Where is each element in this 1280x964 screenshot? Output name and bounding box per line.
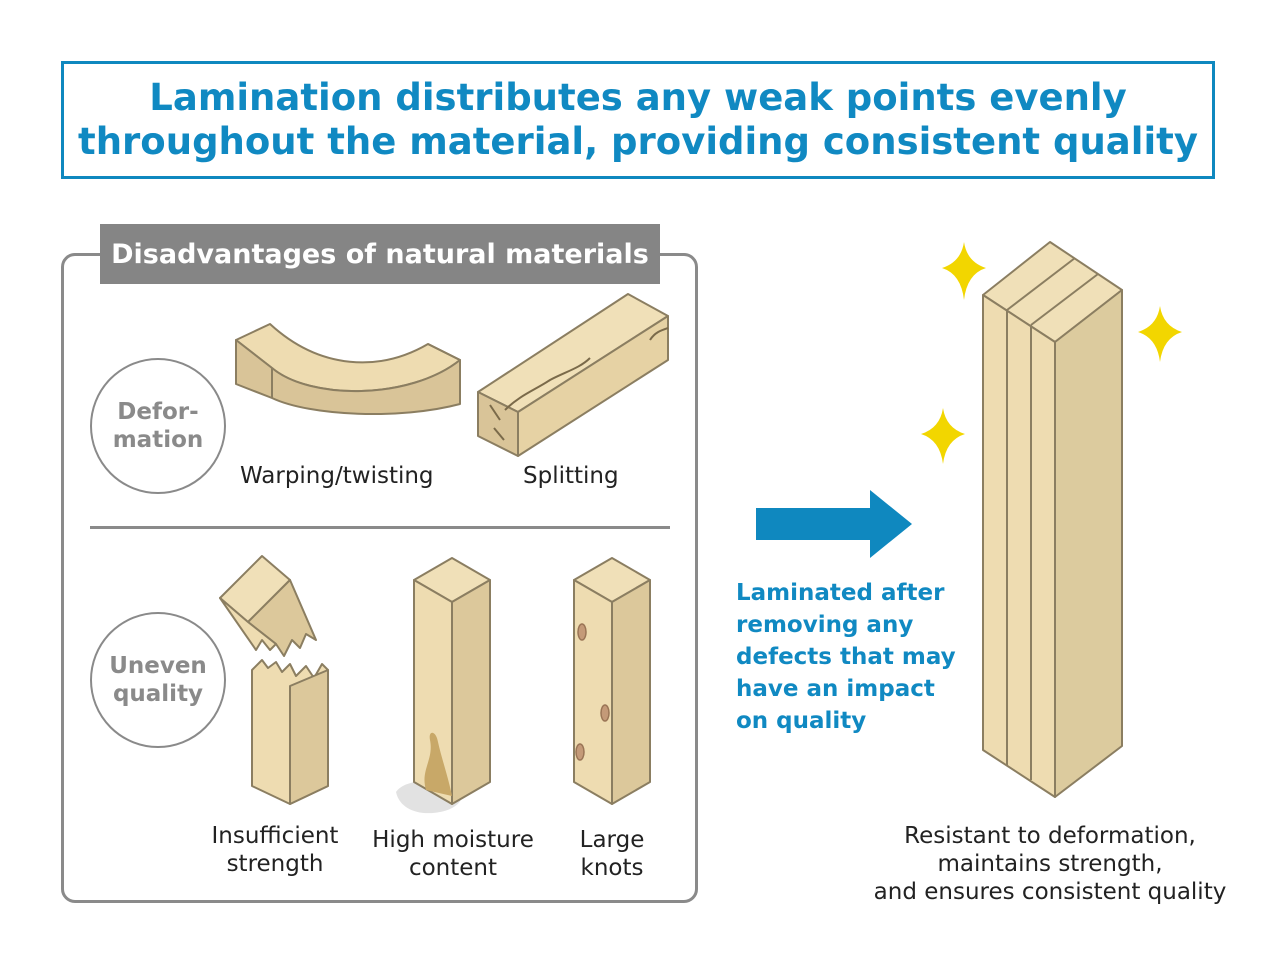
process-line-1: Laminated after	[736, 580, 945, 606]
knot-post-illustration	[573, 557, 651, 805]
title-line-1: Lamination distributes any weak points e…	[149, 76, 1127, 119]
arrow-right-icon	[756, 490, 912, 558]
deformation-circle: Defor- mation	[90, 358, 226, 494]
process-line-5: on quality	[736, 708, 867, 734]
high-moisture-label: High moisture content	[368, 826, 538, 882]
title-line-2: throughout the material, providing consi…	[78, 120, 1198, 163]
deformation-circle-line1: Defor-	[117, 399, 199, 425]
insufficient-strength-label: Insufficient strength	[205, 822, 345, 878]
insufficient-strength-line2: strength	[226, 851, 324, 877]
insufficient-strength-line1: Insufficient	[211, 823, 339, 849]
uneven-circle-line2: quality	[112, 681, 204, 707]
title-box: Lamination distributes any weak points e…	[61, 61, 1215, 179]
sparkle-icon	[921, 408, 965, 464]
split-board-illustration	[477, 293, 669, 457]
high-moisture-line1: High moisture	[372, 827, 534, 853]
panel-divider	[90, 526, 670, 529]
splitting-label: Splitting	[523, 463, 619, 489]
broken-post-illustration	[219, 555, 329, 805]
large-knots-line1: Large	[579, 827, 645, 853]
panel-heading: Disadvantages of natural materials	[100, 224, 660, 284]
process-line-4: have an impact	[736, 676, 935, 702]
process-line-3: defects that may	[736, 644, 956, 670]
result-line-1: Resistant to deformation,	[904, 823, 1196, 849]
result-line-2: maintains strength,	[937, 851, 1163, 877]
large-knots-label: Large knots	[562, 826, 662, 882]
sparkle-icon	[1138, 306, 1182, 362]
result-line-3: and ensures consistent quality	[873, 879, 1227, 905]
warping-label: Warping/twisting	[240, 463, 434, 489]
lamination-process-text: Laminated after removing any defects tha…	[736, 577, 976, 737]
high-moisture-line2: content	[408, 855, 498, 881]
result-text: Resistant to deformation, maintains stre…	[860, 822, 1240, 906]
warped-board-illustration	[235, 323, 461, 416]
large-knots-line2: knots	[580, 855, 644, 881]
moisture-post-illustration	[396, 557, 491, 814]
laminated-column-illustration	[982, 241, 1123, 798]
deformation-circle-line2: mation	[112, 427, 204, 453]
process-line-2: removing any	[736, 612, 914, 638]
uneven-quality-circle: Uneven quality	[90, 612, 226, 748]
uneven-circle-line1: Uneven	[109, 653, 207, 679]
sparkle-icon	[942, 242, 986, 300]
